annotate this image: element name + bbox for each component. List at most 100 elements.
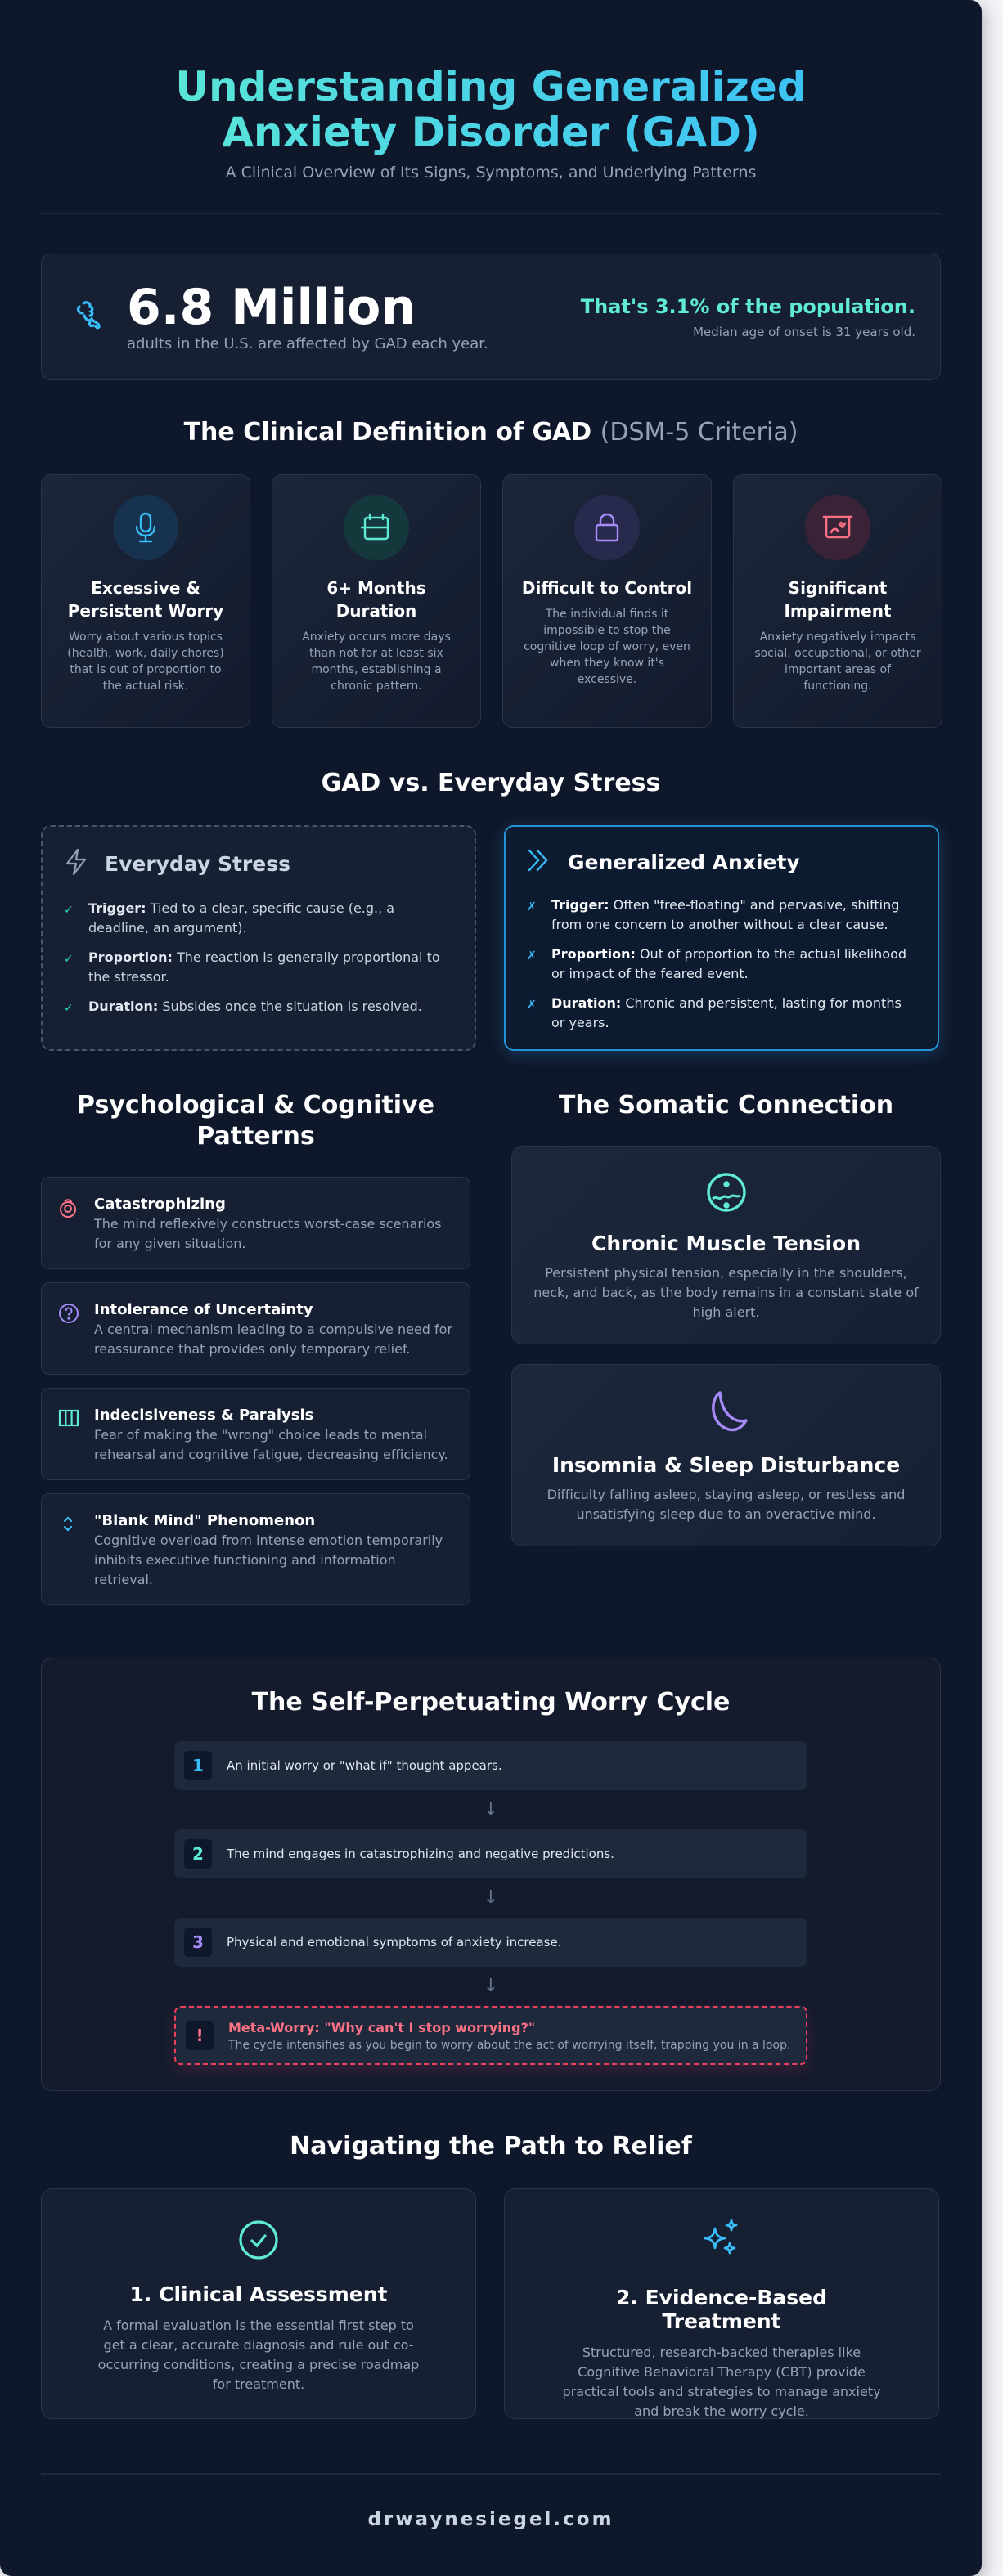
item-label: Proportion: <box>88 949 173 965</box>
pattern-text: Fear of making the "wrong" choice leads … <box>94 1427 448 1462</box>
list-item: ✗ Trigger: Often "free-floating" and perv… <box>527 895 916 935</box>
item-label: Trigger: <box>88 900 146 916</box>
cycle-step: 1 An initial worry or "what if" thought … <box>174 1741 807 1790</box>
criteria-title: Difficult to Control <box>521 578 693 598</box>
meta-worry-title: Meta-Worry: "Why can't I stop worrying?" <box>228 2019 536 2035</box>
footer-divider <box>41 2473 941 2475</box>
question-icon <box>58 1301 79 1359</box>
brain-icon <box>73 299 106 335</box>
x-icon: ✗ <box>527 949 537 963</box>
item-label: Proportion: <box>551 946 636 962</box>
x-icon: ✗ <box>527 900 537 913</box>
patterns-and-somatic: Psychological & Cognitive Patterns Catas… <box>41 1090 941 1618</box>
pattern-title: Indecisiveness & Paralysis <box>94 1407 314 1424</box>
sparkles-icon <box>699 2219 744 2268</box>
alert-icon: ! <box>186 2021 214 2050</box>
pattern-text: Cognitive overload from intense emotion … <box>94 1533 443 1587</box>
body-tension-icon <box>705 1173 748 1217</box>
item-label: Duration: <box>551 995 622 1011</box>
somatic-text: Difficulty falling asleep, staying aslee… <box>546 1487 906 1522</box>
list-item: ✓Trigger: Tied to a clear, specific caus… <box>64 899 453 938</box>
cycle-title: The Self-Perpetuating Worry Cycle <box>251 1688 731 1717</box>
step-text: Physical and emotional symptoms of anxie… <box>227 1935 562 1950</box>
header-divider <box>41 213 941 214</box>
stat-percent: That's 3.1% of the population. <box>580 294 915 318</box>
moon-icon <box>705 1391 748 1438</box>
relief-card-title: 2. Evidence-Based Treatment <box>616 2286 827 2333</box>
step-text: An initial worry or "what if" thought ap… <box>227 1758 502 1773</box>
step-number: 1 <box>184 1751 212 1780</box>
arrow-down-icon: ↓ <box>483 1976 499 1996</box>
patterns-title: Psychological & Cognitive Patterns <box>77 1091 434 1151</box>
relief-card-text: A formal evaluation is the essential fir… <box>97 2318 420 2392</box>
stat-number: 6.8 Million <box>127 279 416 336</box>
check-icon: ✓ <box>64 953 74 966</box>
definition-title-main: The Clinical Definition of GAD <box>183 418 592 447</box>
patterns-column: Psychological & Cognitive Patterns Catas… <box>41 1090 470 1618</box>
chevron-up-down-icon <box>58 1512 79 1590</box>
criteria-card: Excessive & Persistent Worry Worry about… <box>41 474 250 728</box>
check-icon: ✓ <box>64 904 74 917</box>
criteria-text: Worry about various topics (health, work… <box>67 631 224 693</box>
item-label: Trigger: <box>551 897 609 913</box>
infographic-page: Understanding Generalized Anxiety Disord… <box>0 0 982 2576</box>
criteria-text: Anxiety negatively impacts social, occup… <box>754 631 921 693</box>
step-text: The mind engages in catastrophizing and … <box>227 1847 614 1861</box>
arrow-down-icon: ↓ <box>483 1887 499 1908</box>
footer-site-link[interactable]: drwaynesiegel.com <box>367 2509 614 2530</box>
item-label: Duration: <box>88 999 159 1014</box>
comparison-title: GAD vs. Everyday Stress <box>321 769 661 797</box>
cycle-step: 3 Physical and emotional symptoms of anx… <box>174 1918 807 1967</box>
list-item: ✗ Proportion: Out of proportion to the ac… <box>527 945 916 984</box>
item-text: Out of proportion to the actual likeliho… <box>551 946 907 981</box>
relief-card: 2. Evidence-Based Treatment Structured, … <box>504 2188 939 2419</box>
columns-icon <box>58 1407 79 1465</box>
criteria-title: 6+ Months Duration <box>326 578 426 621</box>
list-item: ✓Duration: Subsides once the situation i… <box>64 997 453 1018</box>
criteria-title: Excessive & Persistent Worry <box>67 578 224 621</box>
criteria-card: 6+ Months Duration Anxiety occurs more d… <box>272 474 481 728</box>
stat-median-onset: Median age of onset is 31 years old. <box>693 324 915 339</box>
criteria-card: Significant Impairment Anxiety negativel… <box>733 474 942 728</box>
somatic-text: Persistent physical tension, especially … <box>533 1265 919 1320</box>
pattern-title: Intolerance of Uncertainty <box>94 1301 313 1318</box>
item-text: Often "free-floating" and pervasive, shi… <box>551 897 900 932</box>
step-number: 3 <box>184 1928 212 1957</box>
stat-caption: adults in the U.S. are affected by GAD e… <box>127 335 488 352</box>
meta-worry-text: The cycle intensifies as you begin to wo… <box>228 2038 791 2052</box>
worry-cycle-panel: The Self-Perpetuating Worry Cycle 1 An i… <box>41 1658 941 2091</box>
check-circle-icon <box>237 2220 280 2264</box>
list-item: ✓ Proportion: The reaction is generally p… <box>64 948 453 987</box>
criteria-title: Significant Impairment <box>784 578 892 621</box>
spiral-icon <box>58 1196 79 1254</box>
calendar-icon <box>344 495 409 560</box>
somatic-card: Chronic Muscle Tension Persistent physic… <box>511 1146 941 1344</box>
somatic-title-text: Insomnia & Sleep Disturbance <box>551 1453 901 1477</box>
microphone-icon <box>113 495 178 560</box>
criteria-grid: Excessive & Persistent Worry Worry about… <box>41 474 942 728</box>
item-text: Subsides once the situation is resolved. <box>162 999 422 1014</box>
pattern-text: The mind reflexively constructs worst-ca… <box>94 1216 442 1251</box>
lightning-icon <box>64 848 88 879</box>
card-title: Generalized Anxiety <box>568 850 800 874</box>
prevalence-stat-card: 6.8 Million adults in the U.S. are affec… <box>41 254 941 380</box>
item-text: Chronic and persistent, lasting for mont… <box>551 995 902 1030</box>
somatic-column: The Somatic Connection Chronic Muscle Te… <box>511 1090 941 1618</box>
x-icon: ✗ <box>527 999 537 1012</box>
relief-card: 1. Clinical Assessment A formal evaluati… <box>41 2188 476 2419</box>
cycle-step: 2 The mind engages in catastrophizing an… <box>174 1829 807 1878</box>
criteria-text: Anxiety occurs more days than not for at… <box>302 631 451 693</box>
somatic-card: Insomnia & Sleep Disturbance Difficulty … <box>511 1364 941 1546</box>
item-text: The reaction is generally proportional t… <box>88 949 440 985</box>
pattern-title: Catastrophizing <box>94 1196 226 1213</box>
definition-title-muted: (DSM-5 Criteria) <box>600 418 798 447</box>
comparison-grid: Everyday Stress ✓Trigger: Tied to a clea… <box>41 825 941 1051</box>
somatic-title-text: Chronic Muscle Tension <box>591 1232 861 1255</box>
relief-card-text: Structured, research-backed therapies li… <box>562 2345 881 2419</box>
generalized-anxiety-card: Generalized Anxiety ✗ Trigger: Often "fre… <box>504 825 939 1051</box>
somatic-title: The Somatic Connection <box>558 1091 894 1120</box>
